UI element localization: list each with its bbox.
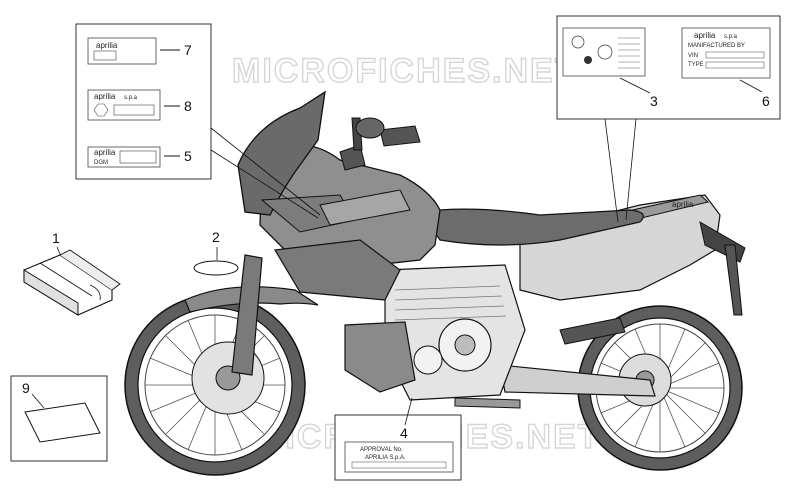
decal-9[interactable] (24, 402, 101, 443)
watermark-top: MICROFICHES.NET (232, 52, 577, 90)
handlebar-grip (379, 125, 421, 147)
callout-3: 3 (650, 93, 658, 109)
motorcycle: aprilia (124, 90, 746, 476)
callout-5: 5 (184, 148, 192, 164)
decal-5[interactable]: aprilia DGM (87, 146, 161, 168)
tank-side-decal (319, 189, 411, 226)
callout-2: 2 (212, 229, 220, 245)
hexagon-icon (93, 103, 109, 117)
rear-subframe (519, 194, 721, 301)
callout-8: 8 (184, 98, 192, 114)
decal-8-brand: aprilia (94, 92, 116, 101)
decal-4-line1: APPROVAL No. (360, 447, 403, 453)
decal-6[interactable]: aprilia s.p.a MANIFACTURED BY VIN TYPE (681, 27, 771, 79)
pressure-icon (584, 56, 592, 64)
mirror (355, 117, 385, 139)
decal-7[interactable]: aprilia (87, 37, 157, 65)
decal-6-suffix: s.p.a (724, 34, 738, 40)
decal-8[interactable]: aprilia s.p.a (87, 89, 161, 121)
decal-6-line3: TYPE (688, 62, 704, 68)
part-4-box: 4 APPROVAL No. APRILIA S.p.A. (334, 397, 462, 481)
front-fork (231, 254, 263, 376)
callout-6: 6 (762, 93, 770, 109)
decal-3[interactable] (562, 27, 646, 77)
tyre-icon (571, 35, 585, 49)
decal-group-box-left: aprilia 7 aprilia s.p.a 8 aprilia DGM 5 (75, 23, 212, 180)
callout-4: 4 (400, 425, 408, 441)
part-2-oval-decal[interactable]: 2 (193, 229, 239, 276)
decal-5-line2: DGM (94, 160, 108, 166)
footpeg (454, 397, 521, 409)
part-9-box: 9 (10, 375, 108, 462)
tail-brand-decal: aprilia (672, 200, 694, 209)
decal-4-line2: APRILIA S.p.A. (365, 455, 406, 461)
decal-6-line1: MANIFACTURED BY (688, 43, 745, 49)
decal-5-brand: aprilia (94, 148, 116, 157)
front-wheel (124, 294, 306, 476)
decal-4[interactable]: APPROVAL No. APRILIA S.p.A. (344, 441, 454, 473)
rear-plate-holder (724, 244, 743, 316)
decal-6-brand: aprilia (694, 31, 716, 40)
rear-footpeg (559, 317, 626, 345)
side-panel (274, 239, 401, 301)
engine-guard (344, 321, 416, 393)
part-1-tool-pouch[interactable]: 1 (23, 230, 121, 316)
decal-7-brand: aprilia (96, 41, 118, 50)
rear-reflector (699, 221, 746, 263)
seat (418, 208, 644, 246)
decal-8-suffix: s.p.a (124, 95, 138, 101)
callout-9: 9 (22, 380, 30, 396)
callout-1: 1 (52, 230, 60, 246)
callout-7: 7 (184, 42, 192, 58)
decal-6-line2: VIN (688, 53, 698, 59)
decal-group-box-right: 3 aprilia s.p.a MANIFACTURED BY VIN TYPE… (556, 15, 781, 120)
engine (384, 264, 526, 401)
